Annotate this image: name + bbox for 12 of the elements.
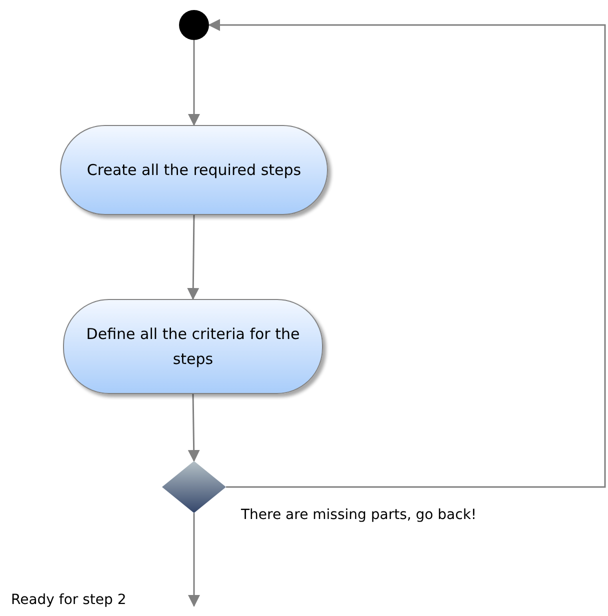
activity-box — [63, 299, 323, 394]
arrow — [187, 214, 200, 300]
arrow — [188, 40, 200, 126]
decision-diamond — [162, 461, 226, 513]
start-node — [179, 10, 209, 40]
arrow — [188, 394, 200, 462]
activity-text: Create all the required steps — [86, 160, 302, 180]
arrow — [188, 513, 200, 607]
arrow — [208, 19, 606, 488]
edge-label: Ready for step 2 — [10, 592, 128, 608]
activity-box — [60, 125, 328, 215]
activity-text: Define all the criteria for the steps — [85, 324, 301, 370]
